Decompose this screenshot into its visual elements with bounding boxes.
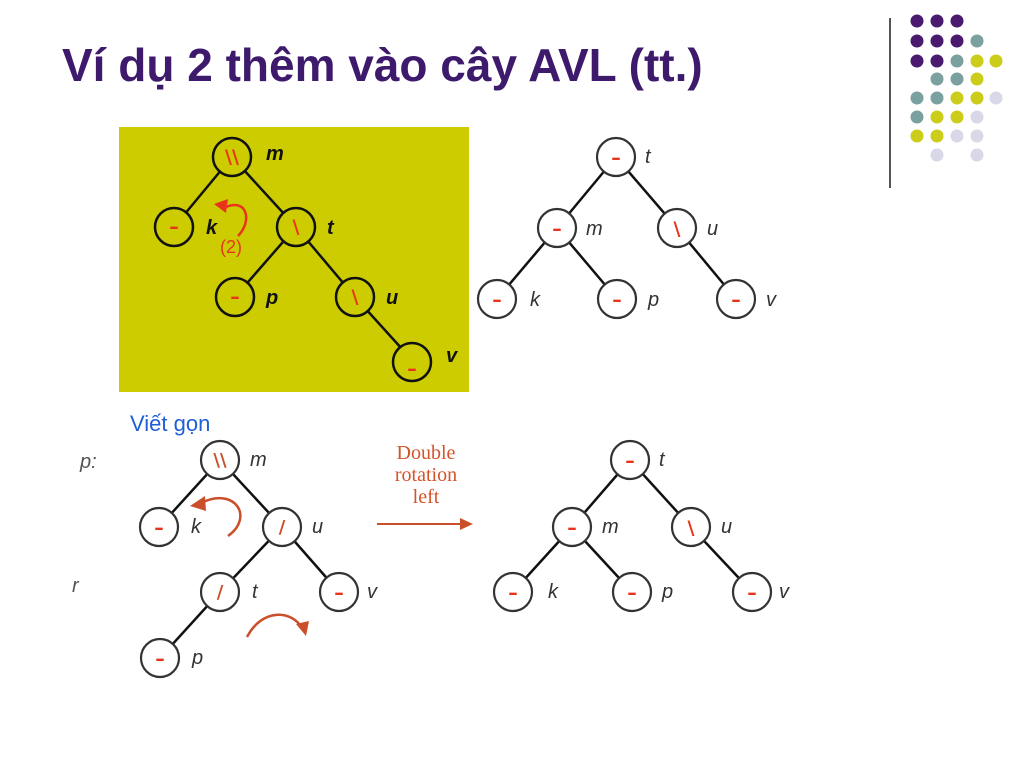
svg-text:–: – xyxy=(731,289,741,311)
slide-title: Ví dụ 2 thêm vào cây AVL (tt.) xyxy=(62,39,703,91)
svg-text:–: – xyxy=(407,358,417,380)
title-divider xyxy=(889,18,891,188)
svg-text:m: m xyxy=(250,449,267,471)
svg-text:m: m xyxy=(586,218,603,240)
svg-text:\: \ xyxy=(674,218,681,240)
node-k: – k xyxy=(153,206,218,248)
svg-text:\: \ xyxy=(688,517,695,539)
svg-text:–: – xyxy=(155,648,165,670)
node-p: – p xyxy=(596,278,659,320)
svg-text:\: \ xyxy=(293,216,300,238)
svg-text:\: \ xyxy=(352,286,359,308)
rotation-arrow-lower xyxy=(245,613,304,638)
svg-text:u: u xyxy=(312,516,323,538)
svg-text:u: u xyxy=(721,516,732,538)
svg-text:p: p xyxy=(191,647,203,669)
svg-text:–: – xyxy=(508,582,518,604)
svg-text:t: t xyxy=(252,581,259,603)
svg-text:v: v xyxy=(766,289,777,311)
node-m: – m xyxy=(551,506,619,548)
svg-text:k: k xyxy=(548,581,559,603)
node-t: \ t xyxy=(275,206,335,248)
node-m: – m xyxy=(536,207,603,249)
svg-text:m: m xyxy=(266,143,284,165)
node-p: – p xyxy=(139,637,203,679)
svg-text:k: k xyxy=(191,516,202,538)
svg-text:k: k xyxy=(530,289,541,311)
svg-text:\\: \\ xyxy=(225,146,239,168)
svg-text:–: – xyxy=(334,582,344,604)
svg-text:u: u xyxy=(386,287,398,309)
node-u: \ u xyxy=(656,207,718,249)
node-p: – p xyxy=(214,276,278,318)
svg-text:m: m xyxy=(602,516,619,538)
svg-text:–: – xyxy=(747,582,757,604)
svg-text:/: / xyxy=(217,582,224,603)
node-t: – t xyxy=(609,439,666,481)
svg-text:–: – xyxy=(625,450,635,472)
node-t: – t xyxy=(595,136,652,178)
node-v: – v xyxy=(391,341,459,383)
node-k: – k xyxy=(138,506,202,548)
note-text: Viết gọn xyxy=(130,411,211,436)
decorative-dots xyxy=(910,14,1003,162)
node-v: – v xyxy=(731,571,790,613)
fragment-label-r: r xyxy=(72,575,80,597)
node-k: – k xyxy=(476,278,541,320)
rotation-arrow-red xyxy=(225,203,248,237)
svg-text:v: v xyxy=(367,581,378,603)
double-rotation-label: Double rotation left xyxy=(394,442,458,508)
svg-text:p: p xyxy=(265,287,278,309)
node-v: – v xyxy=(715,278,777,320)
svg-text:p: p xyxy=(647,289,659,311)
node-m: \\ m xyxy=(211,136,284,178)
svg-text:t: t xyxy=(645,146,652,168)
node-u: / u xyxy=(261,506,323,548)
svg-text:–: – xyxy=(154,517,164,539)
svg-text:–: – xyxy=(492,289,502,311)
svg-text:–: – xyxy=(627,582,637,604)
node-v: – v xyxy=(318,571,378,613)
svg-text:p: p xyxy=(661,581,673,603)
rotation-arrow-upper xyxy=(200,496,242,538)
node-u: \ u xyxy=(334,276,398,318)
node-u: \ u xyxy=(670,506,732,548)
svg-text:–: – xyxy=(169,216,179,238)
node-t: / t xyxy=(199,571,259,613)
node-p: – p xyxy=(611,571,673,613)
svg-text:–: – xyxy=(611,147,621,169)
svg-text:\\: \\ xyxy=(213,450,227,471)
fragment-label-p: p: xyxy=(79,451,97,473)
node-k: – k xyxy=(492,571,559,613)
svg-text:k: k xyxy=(206,217,218,239)
svg-text:t: t xyxy=(327,217,335,239)
svg-text:t: t xyxy=(659,449,666,471)
svg-text:–: – xyxy=(230,286,240,308)
svg-text:v: v xyxy=(446,345,459,367)
svg-text:–: – xyxy=(552,218,562,240)
svg-text:–: – xyxy=(567,517,577,539)
svg-text:v: v xyxy=(779,581,790,603)
node-m: \\ m xyxy=(199,439,267,481)
svg-text:–: – xyxy=(612,289,622,311)
svg-text:u: u xyxy=(707,218,718,240)
svg-text:/: / xyxy=(279,517,286,538)
rotation-step-label: (2) xyxy=(220,237,242,257)
